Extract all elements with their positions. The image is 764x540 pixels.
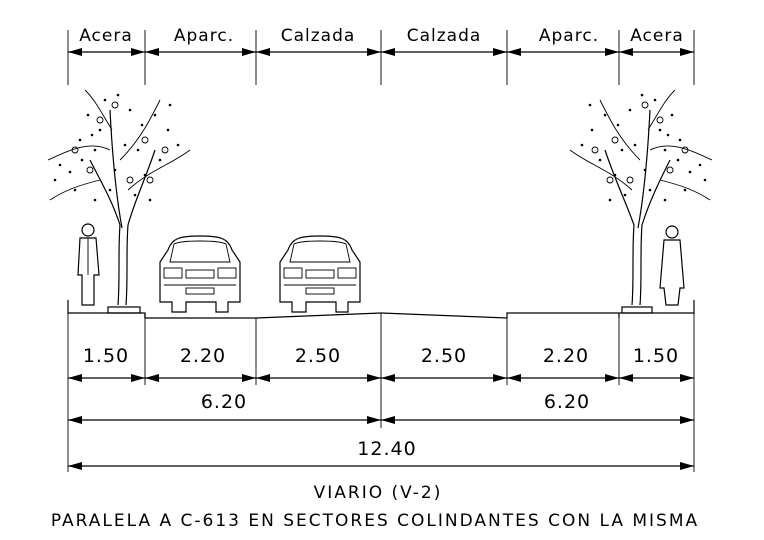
dim-total: 12.40 [357,438,416,460]
drawing-subtitle: PARALELA A C-613 EN SECTORES COLINDANTES… [51,511,699,531]
total-dimension-line: 12.40 [68,438,694,470]
pedestrian-right [659,225,685,306]
top-label-calzada-right: Calzada [407,26,482,46]
dim-calzada-right: 2.50 [421,345,467,367]
car-right [279,235,361,313]
tree-left [47,89,191,306]
top-dimension-line: Acera Aparc. Calzada Calzada Aparc. Acer… [67,26,695,85]
pedestrian-left [77,223,100,306]
top-label-acera-right: Acera [630,26,684,46]
top-label-acera-left: Acera [79,26,133,46]
dim-acera-left: 1.50 [83,345,129,367]
top-label-calzada-left: Calzada [281,26,356,46]
dim-calzada-left: 2.50 [295,345,341,367]
dim-half-right: 6.20 [544,391,590,413]
drawing-title: VIARIO (V-2) [314,483,443,503]
tree-right [569,89,713,306]
dim-aparc-left: 2.20 [180,345,226,367]
dim-aparc-right: 2.20 [543,345,589,367]
top-label-aparc-left: Aparc. [174,26,234,46]
half-dimension-line: 6.20 6.20 [68,391,694,424]
car-left [159,235,241,313]
top-label-aparc-right: Aparc. [539,26,599,46]
segment-dimension-line: 1.50 2.20 2.50 2.50 2.20 1.50 [67,313,695,472]
dim-half-left: 6.20 [201,391,247,413]
dim-acera-right: 1.50 [633,345,679,367]
